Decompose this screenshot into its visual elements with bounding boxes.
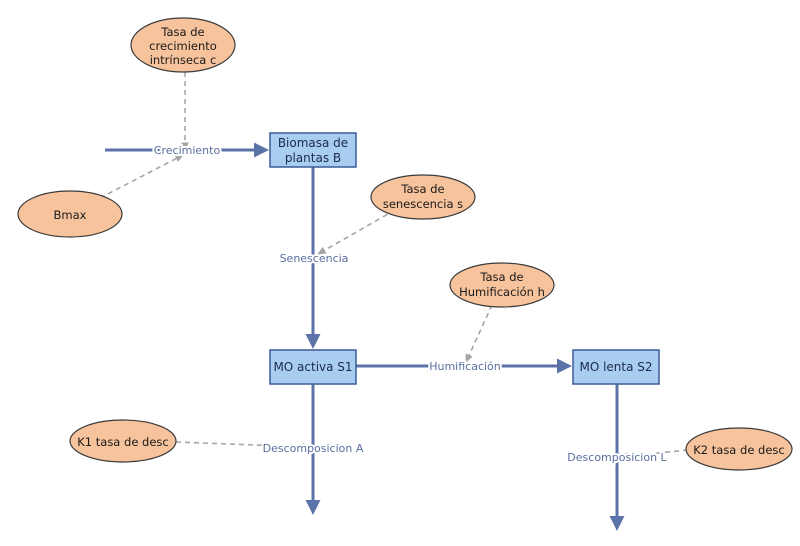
param-k2-tasa-desc[interactable]: K2 tasa de desc (685, 427, 793, 471)
param-bmax[interactable]: Bmax (17, 190, 123, 238)
link-k2-to-descomposicion-l (619, 449, 689, 461)
link-k1-to-descomposicion-a (175, 441, 311, 451)
param-tasa-crecimiento-line-2: crecimiento (149, 39, 217, 53)
stock-mo-lenta-label: MO lenta S2 (579, 360, 652, 374)
param-k1-tasa-desc[interactable]: K1 tasa de desc (69, 419, 177, 463)
flow-label-senescencia: Senescencia (280, 252, 349, 265)
param-tasa-crecimiento[interactable]: Tasa de crecimiento intrínseca c (130, 17, 236, 73)
flow-label-humificacion: Humificación (429, 360, 501, 373)
link-tasa-humificacion-to-humificacion (465, 304, 493, 363)
stock-biomasa-label-line-2: plantas B (285, 151, 341, 165)
param-bmax-label: Bmax (54, 208, 87, 222)
stock-mo-lenta[interactable]: MO lenta S2 (572, 349, 660, 385)
link-tasa-senescencia-to-senescencia (317, 209, 396, 255)
param-k2-label: K2 tasa de desc (693, 443, 784, 457)
stock-mo-activa-label: MO activa S1 (273, 360, 352, 374)
param-tasa-senescencia[interactable]: Tasa de senescencia s (370, 174, 476, 220)
flow-label-crecimiento: Crecimiento (154, 144, 221, 157)
param-tasa-humificacion[interactable]: Tasa de Humificación h (449, 262, 555, 308)
param-tasa-senescencia-line-2: senescencia s (383, 197, 463, 211)
stock-biomasa-label-line-1: Biomasa de (278, 136, 348, 150)
param-k1-label: K1 tasa de desc (77, 435, 168, 449)
param-tasa-humificacion-line-1: Tasa de (479, 270, 523, 284)
flow-label-descomposicion-a: Descomposicion A (263, 442, 364, 455)
param-tasa-crecimiento-line-1: Tasa de (160, 25, 204, 39)
link-bmax-to-crecimiento (99, 154, 184, 199)
param-tasa-crecimiento-line-3: intrínseca c (150, 53, 217, 67)
stock-mo-activa[interactable]: MO activa S1 (269, 349, 357, 385)
flow-label-descomposicion-l: Descomposicion L (567, 451, 667, 464)
param-tasa-senescencia-line-1: Tasa de (400, 182, 444, 196)
param-tasa-humificacion-line-2: Humificación h (459, 285, 545, 299)
stock-biomasa-plantas[interactable]: Biomasa de plantas B (269, 132, 357, 168)
